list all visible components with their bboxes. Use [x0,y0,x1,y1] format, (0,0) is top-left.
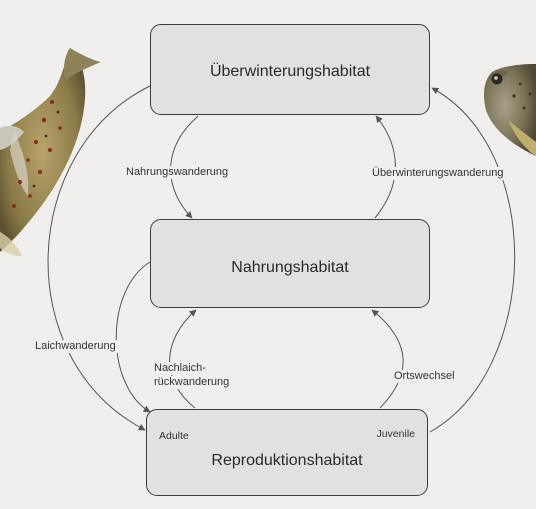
adults-label: Adulte [159,430,189,442]
trout-right-illustration [484,64,536,156]
trout-left-illustration [0,48,101,256]
feeding-habitat-box: Nahrungshabitat [150,219,430,308]
overwintering-habitat-box: Überwinterungshabitat [150,24,430,115]
feeding-habitat-title: Nahrungshabitat [151,259,429,277]
arrow-relocation [372,310,403,408]
juveniles-label: Juvenile [376,428,415,440]
relocation-label: Ortswechsel [392,370,457,383]
post-spawning-return-label-line2: rückwanderung [152,376,231,389]
overwintering-habitat-title: Überwinterungshabitat [151,63,429,81]
spawning-migration-label: Laichwanderung [33,340,118,353]
reproduction-habitat-box: Adulte Juvenile Reproduktionshabitat [146,409,428,496]
overwintering-migration-label: Überwinterungswanderung [370,167,505,180]
feeding-migration-label: Nahrungswanderung [124,166,230,179]
arrow-spawning-migration-inner [116,262,150,412]
reproduction-habitat-title: Reproduktionshabitat [147,452,427,470]
arrow-post-spawning-return [170,310,196,408]
post-spawning-return-label-line1: Nachlaich- [152,362,208,375]
